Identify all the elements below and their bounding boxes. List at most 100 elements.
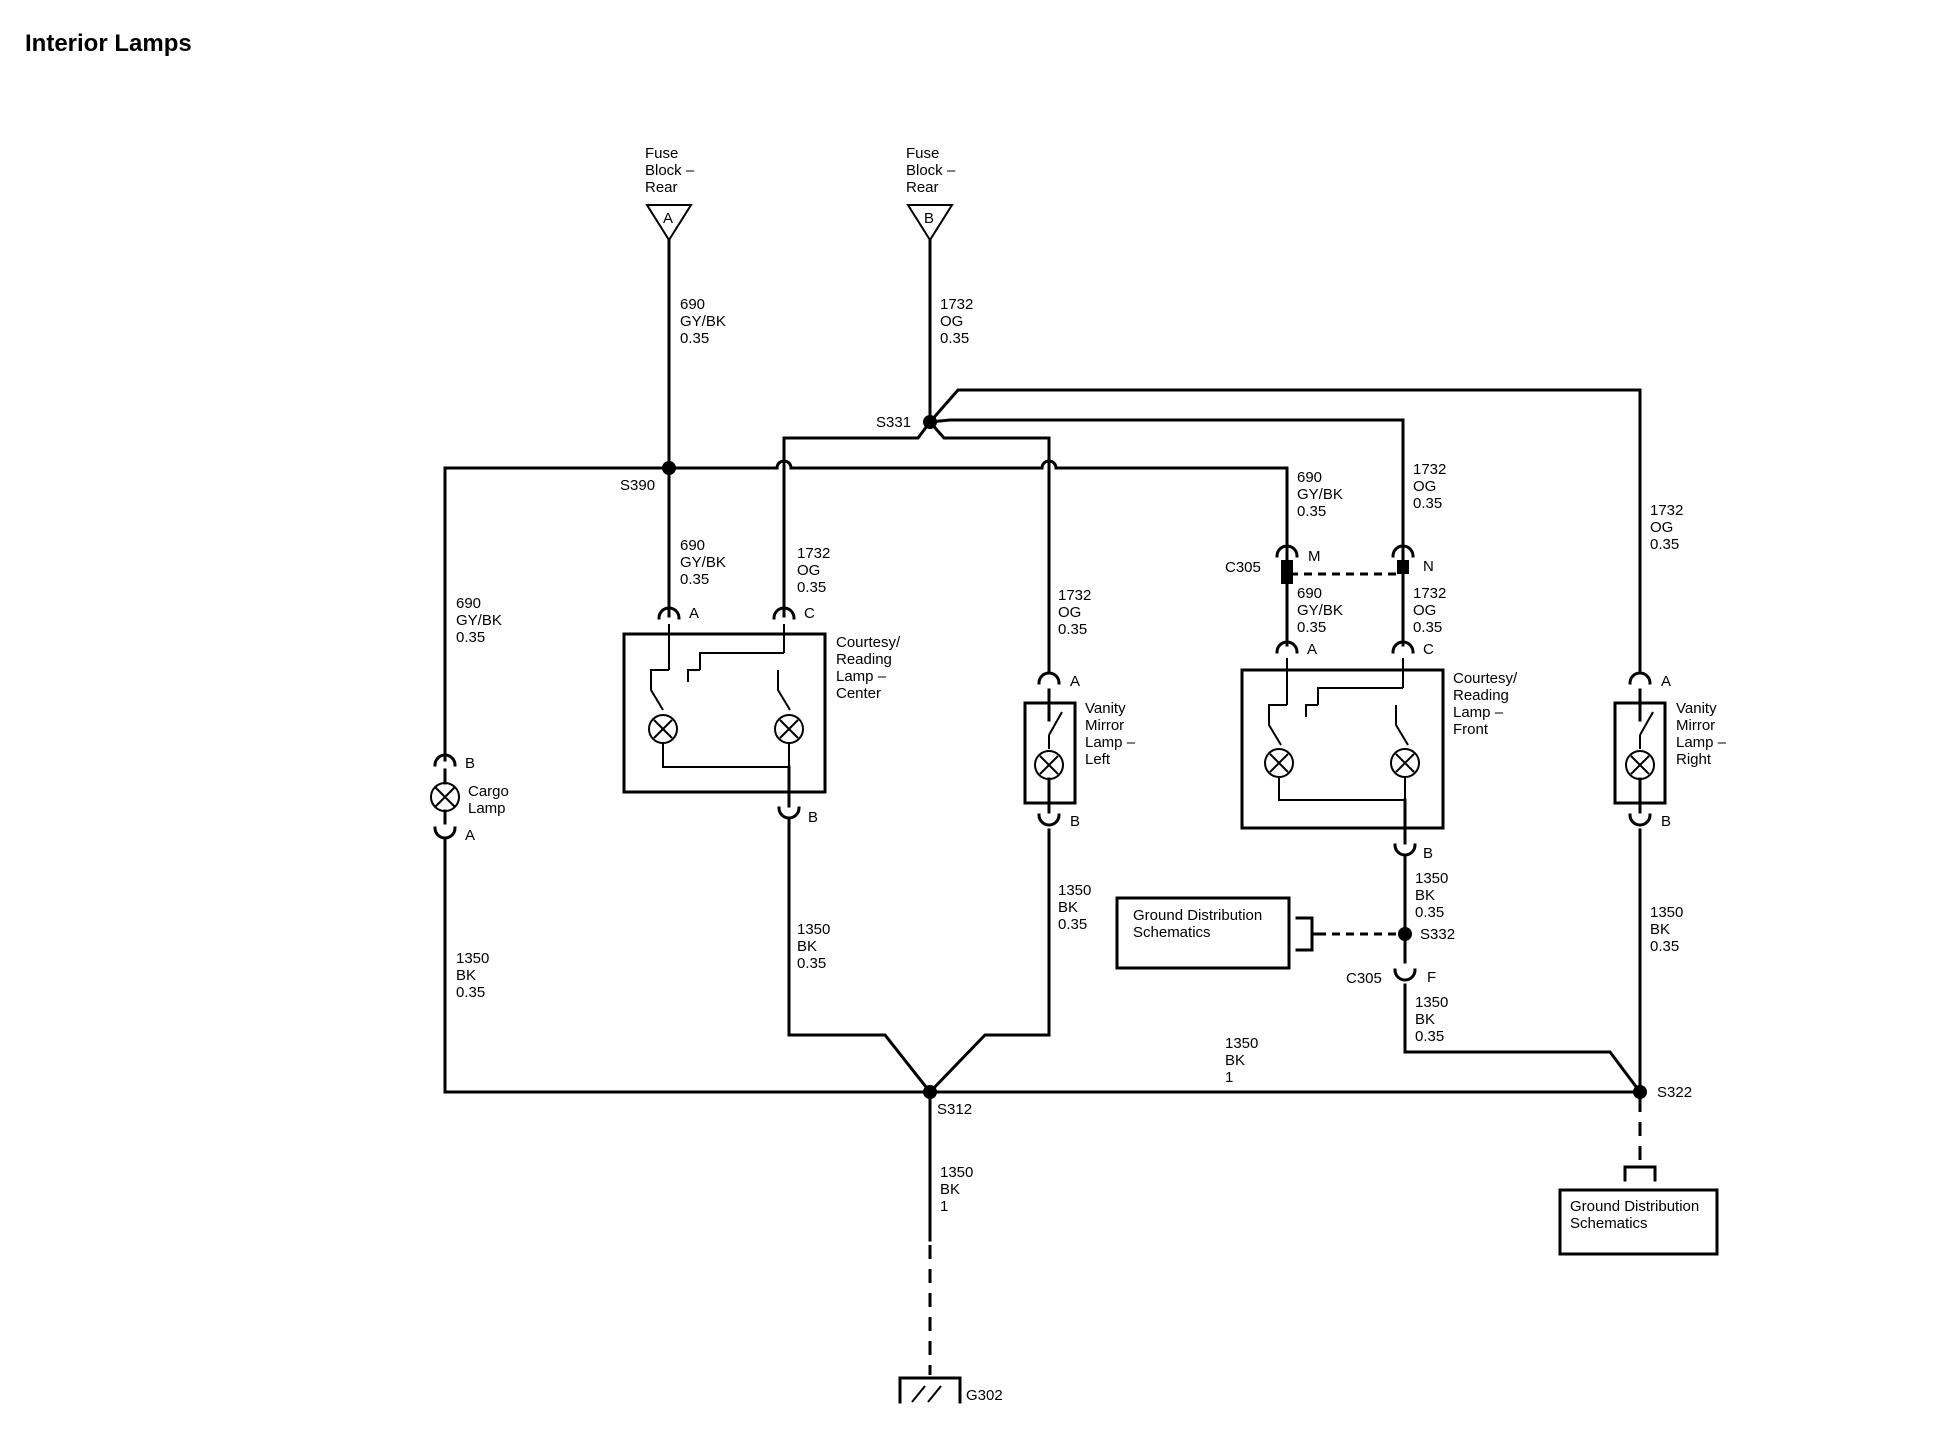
svg-text:Lamp –: Lamp –: [1453, 704, 1504, 721]
svg-text:0.35: 0.35: [456, 984, 485, 1001]
svg-text:S331: S331: [876, 414, 911, 431]
svg-text:Courtesy/: Courtesy/: [836, 634, 901, 651]
svg-text:BK: BK: [1650, 921, 1670, 938]
ground-distribution-box-2[interactable]: Ground Distribution Schematics: [1558, 1165, 1719, 1256]
svg-text:A: A: [1070, 673, 1080, 690]
splice-s332: S332: [1398, 926, 1455, 943]
svg-text:1350: 1350: [940, 1164, 973, 1181]
svg-text:Left: Left: [1085, 751, 1111, 768]
ground-g302: G302: [898, 1376, 1003, 1404]
svg-text:BK: BK: [797, 938, 817, 955]
courtesy-reading-lamp-center: Courtesy/ Reading Lamp – Center: [622, 624, 901, 808]
svg-text:Right: Right: [1676, 751, 1712, 768]
svg-text:1350: 1350: [1058, 882, 1091, 899]
svg-text:0.35: 0.35: [1058, 916, 1087, 933]
svg-text:OG: OG: [940, 313, 963, 330]
svg-text:OG: OG: [1650, 519, 1673, 536]
svg-text:1350: 1350: [797, 921, 830, 938]
svg-text:Rear: Rear: [906, 179, 939, 196]
svg-text:Rear: Rear: [645, 179, 678, 196]
splice-s312: S312: [923, 1085, 972, 1118]
svg-text:0.35: 0.35: [797, 579, 826, 596]
svg-text:0.35: 0.35: [1415, 904, 1444, 921]
svg-text:C: C: [1423, 641, 1434, 658]
vanity-mirror-lamp-right: Vanity Mirror Lamp – Right: [1613, 688, 1727, 814]
svg-text:1: 1: [1225, 1069, 1233, 1086]
svg-text:Reading: Reading: [1453, 687, 1509, 704]
svg-text:A: A: [1307, 641, 1317, 658]
ground-distribution-box-1[interactable]: Ground Distribution Schematics: [1115, 896, 1320, 970]
svg-text:BK: BK: [1058, 899, 1078, 916]
svg-text:Fuse: Fuse: [645, 145, 678, 162]
svg-text:Fuse: Fuse: [906, 145, 939, 162]
svg-text:1732: 1732: [940, 296, 973, 313]
svg-text:Schematics: Schematics: [1570, 1215, 1648, 1232]
svg-text:1350: 1350: [1415, 870, 1448, 887]
svg-text:GY/BK: GY/BK: [680, 554, 726, 571]
svg-text:BK: BK: [1415, 887, 1435, 904]
svg-text:0.35: 0.35: [1650, 938, 1679, 955]
svg-text:1732: 1732: [1650, 502, 1683, 519]
svg-text:0.35: 0.35: [1297, 503, 1326, 520]
svg-text:S312: S312: [937, 1101, 972, 1118]
svg-text:690: 690: [1297, 469, 1322, 486]
wires: [443, 238, 1643, 1375]
svg-text:0.35: 0.35: [680, 571, 709, 588]
svg-text:1: 1: [940, 1198, 948, 1215]
svg-text:Lamp: Lamp: [468, 800, 506, 817]
fuse-block-rear-a: Fuse Block – Rear A: [645, 145, 695, 242]
svg-text:Mirror: Mirror: [1676, 717, 1715, 734]
fuse-letter: A: [663, 210, 673, 227]
svg-text:Lamp –: Lamp –: [1085, 734, 1136, 751]
svg-text:1732: 1732: [1413, 461, 1446, 478]
svg-text:OG: OG: [797, 562, 820, 579]
svg-text:Reading: Reading: [836, 651, 892, 668]
svg-text:0.35: 0.35: [1413, 619, 1442, 636]
svg-text:N: N: [1423, 558, 1434, 575]
svg-text:Block –: Block –: [906, 162, 956, 179]
svg-text:Lamp –: Lamp –: [1676, 734, 1727, 751]
svg-text:1350: 1350: [1225, 1035, 1258, 1052]
svg-text:0.35: 0.35: [1413, 495, 1442, 512]
svg-text:BK: BK: [1225, 1052, 1245, 1069]
svg-text:A: A: [1661, 673, 1671, 690]
svg-text:1350: 1350: [456, 950, 489, 967]
svg-text:Schematics: Schematics: [1133, 924, 1211, 941]
svg-text:B: B: [1661, 813, 1671, 830]
cargo-lamp: Cargo Lamp: [430, 768, 509, 825]
svg-text:F: F: [1427, 969, 1436, 986]
svg-text:0.35: 0.35: [680, 330, 709, 347]
svg-text:1732: 1732: [1058, 587, 1091, 604]
svg-text:S332: S332: [1420, 926, 1455, 943]
svg-text:A: A: [689, 605, 699, 622]
svg-text:0.35: 0.35: [940, 330, 969, 347]
svg-text:C305: C305: [1225, 559, 1261, 576]
svg-text:0.35: 0.35: [1650, 536, 1679, 553]
svg-text:Ground Distribution: Ground Distribution: [1133, 907, 1262, 924]
svg-text:690: 690: [456, 595, 481, 612]
svg-text:Mirror: Mirror: [1085, 717, 1124, 734]
svg-text:1732: 1732: [1413, 585, 1446, 602]
splice-s331: S331: [876, 414, 937, 431]
svg-text:1350: 1350: [1650, 904, 1683, 921]
svg-text:690: 690: [680, 296, 705, 313]
svg-text:0.35: 0.35: [456, 629, 485, 646]
page-title: Interior Lamps: [25, 30, 192, 57]
svg-text:B: B: [1070, 813, 1080, 830]
